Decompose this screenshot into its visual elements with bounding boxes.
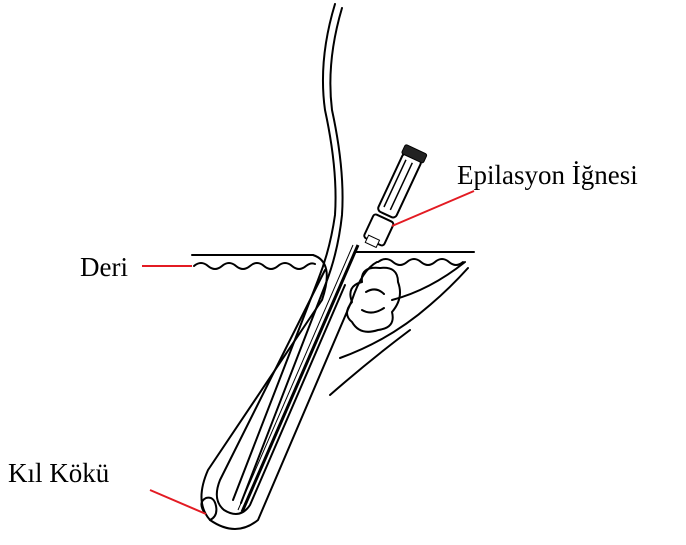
- epidermis-wave-right: [378, 259, 463, 265]
- needle-shaft-highlight: [238, 245, 353, 510]
- root-leader-line: [150, 490, 206, 514]
- arrector-muscle: [340, 262, 468, 358]
- epidermis-wave-left: [194, 263, 315, 269]
- skin-label: Deri: [80, 252, 128, 282]
- needle-holder-grip: [377, 152, 422, 218]
- hair-root-label: Kıl Kökü: [8, 458, 109, 488]
- arrector-muscle-lower: [330, 330, 410, 395]
- gland-detail: [362, 289, 384, 312]
- needle-label: Epilasyon İğnesi: [457, 160, 638, 190]
- needle-shaft: [242, 245, 358, 512]
